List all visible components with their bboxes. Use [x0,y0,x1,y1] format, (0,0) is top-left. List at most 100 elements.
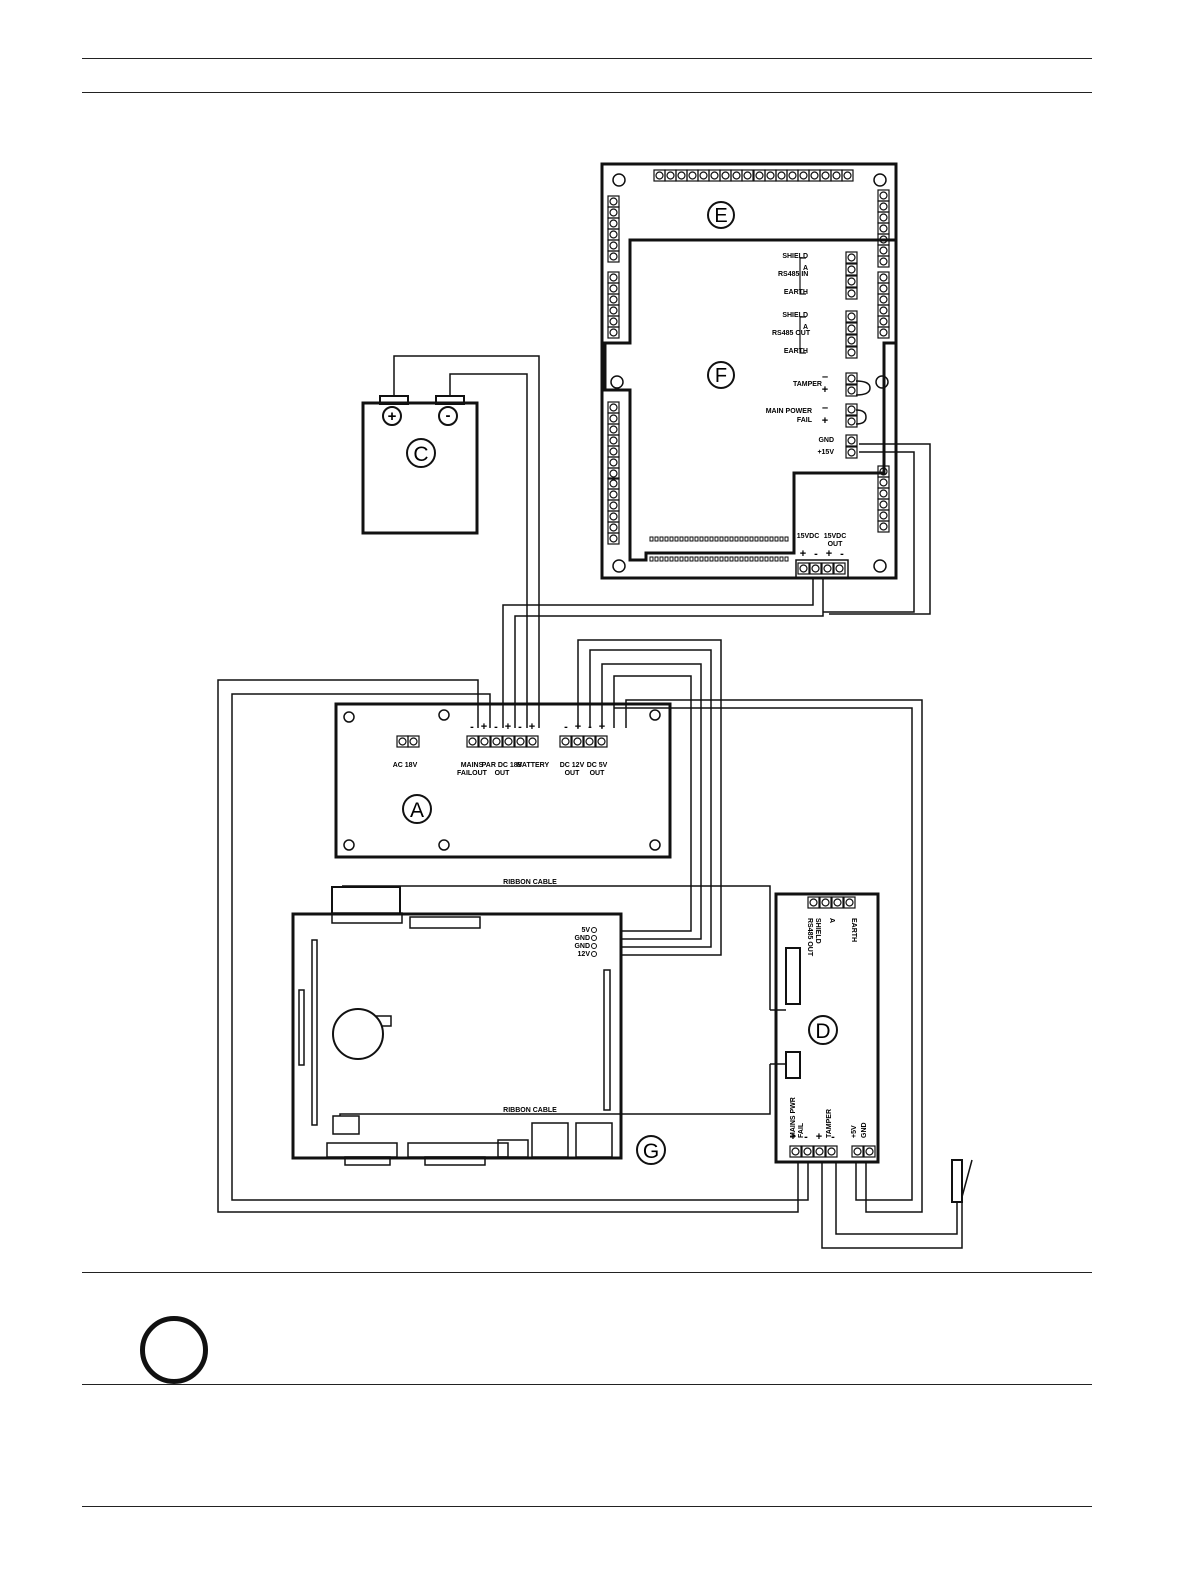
g-5v: 5V [581,927,590,934]
e-right-terminal-screw [879,224,888,233]
a-dc12-label: DC 12V [560,762,585,769]
a-terminal [514,735,527,748]
a-mains-minus: - [470,721,474,733]
f-header-pin [649,536,654,542]
f-terminal [845,346,858,359]
f-earth-out: EARTH [784,348,808,355]
e-top-terminal-screw [810,171,819,180]
f-header-pin [684,536,689,542]
f-terminal-screw [847,386,856,395]
e-left-terminal-screw [609,425,618,434]
a-failout-label: FAILOUT [457,770,488,777]
e-top-terminal-screw [843,171,852,180]
e-top-terminal [841,169,854,182]
d-tamper-plus: + [816,1131,822,1143]
e-left-terminal-screw [609,273,618,282]
ribbon-top-label: RIBBON CABLE [503,879,557,886]
e-top-terminal-screw [755,171,764,180]
d-terminal [789,1145,802,1158]
f-mainpower: MAIN POWER [766,408,812,415]
e-top-terminal-screw [721,171,730,180]
a-ac-terminal-screw [398,737,407,746]
label-e: E [714,205,727,227]
e-left-terminal-screw [609,469,618,478]
f-header-pin [699,536,704,542]
e-left-terminal-screw [609,295,618,304]
interface-board-d: D RS485 OUT SHIELD A EARTH MAINS PWR FAI… [774,892,880,1164]
e-left-terminal-screw [609,197,618,206]
f-15vdc-out: 15VDC [824,533,847,540]
f-header-pin [744,536,749,542]
f-terminal-screw [847,417,856,426]
e-left-terminal [607,532,620,545]
e-top-terminal [741,169,754,182]
e-right-terminal [877,255,890,268]
e-right-terminal-screw [879,478,888,487]
f-header-pin [749,556,754,562]
f-header-pin [784,556,789,562]
e-left-terminal-screw [609,414,618,423]
f-header-pin [649,556,654,562]
e-left-terminal-screw [609,328,618,337]
f-out-plus: + [826,548,832,560]
controller-board-e: E [600,162,898,580]
d-power-terminal-screw [853,1147,862,1156]
f-15v-terminal-screw [811,564,820,573]
e-left-terminal-screw [609,252,618,261]
a-terminal [478,735,491,748]
e-right-terminal-screw [879,246,888,255]
a-terminal [502,735,515,748]
e-left-terminal-screw [609,403,618,412]
e-left-terminal-screw [609,436,618,445]
e-right-terminal-screw [879,213,888,222]
e-right-terminal [877,326,890,339]
f-terminal [845,263,858,276]
e-left-terminal [607,467,620,480]
a-terminal-screw [504,737,513,746]
d-fail-minus: - [804,1131,808,1143]
f-terminal [845,334,858,347]
note-rule-top [82,1272,1092,1273]
f-header-pin [679,536,684,542]
tamper-switch [951,1159,973,1203]
f-fail-minus: – [822,402,828,414]
f-15v-terminal [809,562,822,575]
f-header-pin [729,556,734,562]
d-rs485-terminal [843,896,856,909]
g-gnd1: GND [574,935,590,942]
e-left-terminal-screw [609,501,618,510]
f-header-pin [704,556,709,562]
e-left-terminal-screw [609,306,618,315]
f-15v-terminal-screw [799,564,808,573]
f-header-pin [724,556,729,562]
f-terminal-screw [847,405,856,414]
f-terminal-screw [847,277,856,286]
f-a-in: A [803,265,808,272]
f-terminal [845,322,858,335]
a-terminal-screw [516,737,525,746]
f-rs485out: RS485 OUT [772,330,811,337]
f-header-pin [669,536,674,542]
f-header-pin [669,556,674,562]
a-terminal [526,735,539,748]
f-header-pin [699,556,704,562]
f-header-pin [734,556,739,562]
d-fail-plus: + [790,1131,796,1143]
f-header-pin [679,556,684,562]
e-top-terminal-screw [732,171,741,180]
f-fail-plus: + [822,415,828,427]
d-rs485-terminal-screw [845,898,854,907]
f-tamper-plus: + [822,384,828,396]
d-rs485-terminal-screw [833,898,842,907]
f-earth-in: EARTH [784,289,808,296]
d-terminal [825,1145,838,1158]
e-top-terminal-screw [655,171,664,180]
f-header-pin [759,556,764,562]
label-d: D [815,1020,830,1043]
e-right-terminal-screw [879,191,888,200]
e-left-terminal-screw [609,284,618,293]
a-dc-terminal [571,735,584,748]
f-tamper: TAMPER [793,381,822,388]
e-right-terminal-screw [879,284,888,293]
